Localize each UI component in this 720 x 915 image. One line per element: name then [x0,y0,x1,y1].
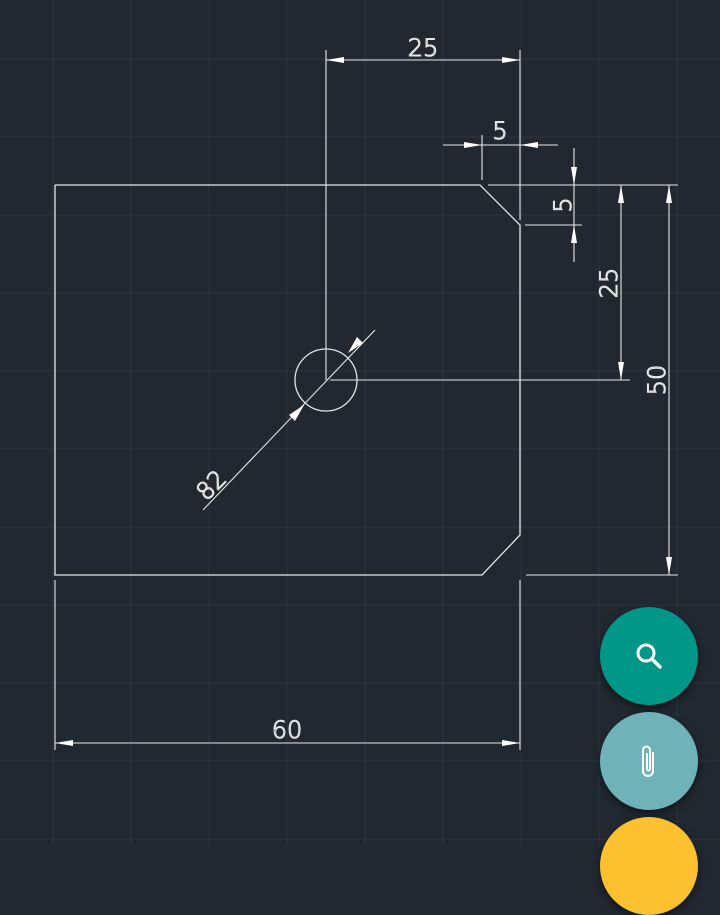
outline-top-left [54,184,521,576]
dimension-arrows [55,57,672,746]
dim-chamfer-h: 5 [492,117,507,145]
dim-width: 60 [272,716,303,744]
attach-button[interactable] [600,712,698,810]
dimension-lines [54,50,678,750]
search-icon [636,643,662,669]
dim-hole-offset: 25 [595,268,623,299]
dim-top-offset: 25 [408,34,439,62]
grid [0,0,720,845]
search-button[interactable] [600,607,698,705]
paperclip-icon [642,745,654,777]
dim-chamfer-v: 5 [549,197,577,212]
dim-hole-diameter: 82 [191,465,232,506]
cad-canvas[interactable]: 25 5 5 25 50 60 82 [0,0,720,845]
action-button[interactable] [600,817,698,915]
dim-height: 50 [643,365,671,396]
